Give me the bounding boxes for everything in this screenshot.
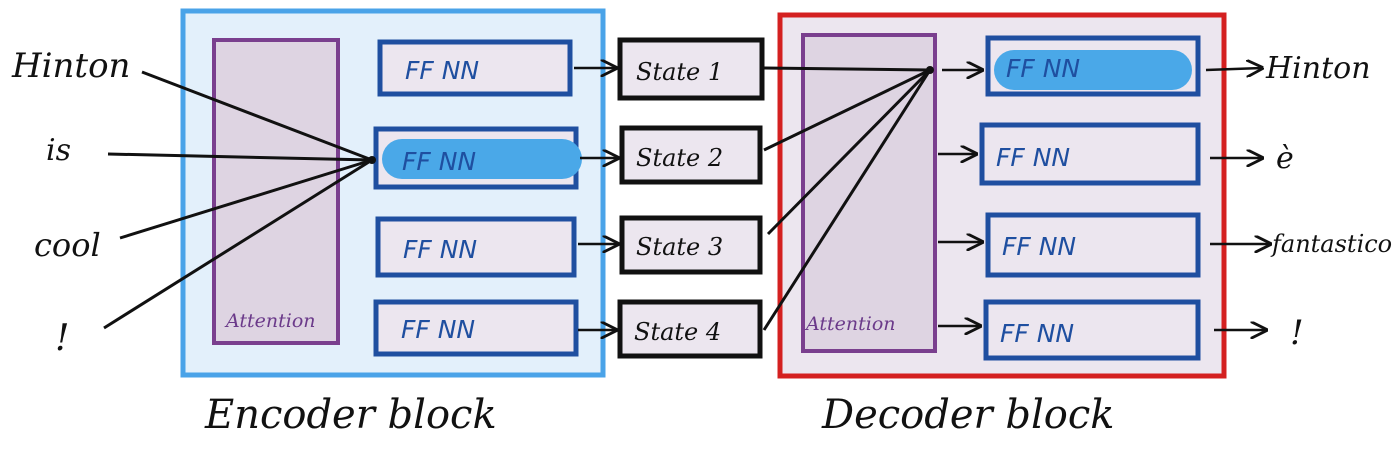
encoder-attention [212, 38, 340, 345]
ff-to-output-arrows [1205, 68, 1270, 330]
decoder-attention [801, 33, 937, 353]
svg-text:FF NN: FF NN [403, 235, 477, 264]
output-word-3: fantastico [1270, 230, 1392, 258]
input-word-1: Hinton [11, 46, 130, 86]
decoder-ff-3: FF NN [985, 212, 1201, 278]
output-word-1: Hinton [1265, 51, 1371, 86]
svg-text:FF NN: FF NN [1002, 232, 1076, 261]
svg-text:FF NN: FF NN [402, 147, 476, 176]
decoder-merge-point [926, 66, 934, 74]
output-word-4: ! [1290, 313, 1304, 353]
state-2: State 2 [619, 125, 763, 185]
svg-text:State 4: State 4 [634, 318, 721, 346]
svg-text:State 2: State 2 [636, 144, 723, 172]
svg-text:FF NN: FF NN [405, 56, 479, 85]
svg-text:FF NN: FF NN [401, 315, 475, 344]
encoder-ff-1: FF NN [377, 39, 573, 97]
encoder-attention-label: Attention [224, 310, 316, 332]
svg-text:FF NN: FF NN [996, 143, 1070, 172]
encoder-ff-3: FF NN [375, 216, 577, 278]
encoder-merge-point [368, 156, 376, 164]
encoder-block-label: Encoder block [204, 392, 497, 438]
state-4: State 4 [617, 299, 763, 359]
input-word-4: ! [55, 318, 69, 359]
encoder-ff-2-highlight [382, 139, 582, 179]
decoder-ff-2: FF NN [979, 122, 1201, 186]
attention-to-ff-arrows [938, 70, 982, 326]
svg-text:FF NN: FF NN [1006, 54, 1080, 83]
encoder-ff-4: FF NN [373, 299, 579, 357]
ff-to-state-arrows [574, 68, 618, 330]
svg-text:State 1: State 1 [636, 58, 723, 86]
output-word-2: è [1276, 141, 1294, 176]
decoder-attention-label: Attention [804, 313, 896, 335]
decoder-ff-1-highlight [994, 50, 1192, 90]
input-word-3: cool [34, 226, 101, 264]
state-3: State 3 [619, 215, 763, 275]
state-1: State 1 [617, 37, 765, 101]
decoder-block-label: Decoder block [821, 392, 1114, 438]
state-to-decoder-lines [762, 66, 932, 331]
decoder-ff-1: FF NN [985, 35, 1201, 97]
svg-text:FF NN: FF NN [1000, 319, 1074, 348]
svg-text:State 3: State 3 [636, 233, 723, 261]
encoder-ff-2: FF NN [373, 126, 582, 190]
input-connections [103, 70, 373, 330]
input-word-2: is [46, 133, 71, 168]
decoder-ff-4: FF NN [983, 299, 1201, 361]
